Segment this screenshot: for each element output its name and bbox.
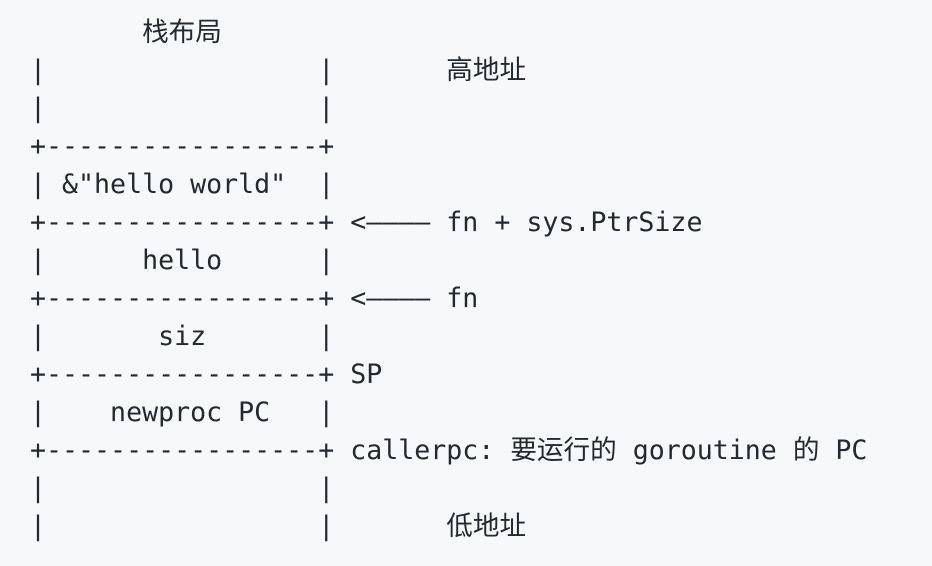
open-wall-line-top: | | [30,93,335,124]
border-line-fn: +-----------------+ <———— fn [30,283,479,314]
open-wall-high-address-line: | | 高地址 [30,55,527,86]
open-wall-line-bottom: | | [30,473,335,504]
border-line-top: +-----------------+ [30,131,335,162]
border-line-callerpc: +-----------------+ callerpc: 要运行的 gorou… [30,435,868,466]
cell-hello-world-pointer: | &"hello world" | [30,169,335,200]
cell-newproc-pc: | newproc PC | [30,397,335,428]
border-line-fn-plus-ptrsize: +-----------------+ <———— fn + sys.PtrSi… [30,207,703,238]
cell-hello: | hello | [30,245,335,276]
open-wall-low-address-line: | | 低地址 [30,511,527,542]
cell-siz: | siz | [30,321,335,352]
stack-layout-ascii-diagram: 栈布局 | | 高地址 | | +-----------------+ | &"… [30,14,932,546]
diagram-title-line: 栈布局 [30,17,222,48]
border-line-sp: +-----------------+ SP [30,359,383,390]
